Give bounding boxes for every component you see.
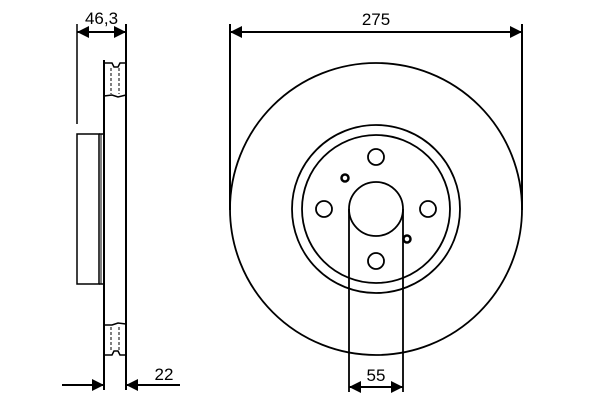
outer-disc-circle	[229, 62, 523, 356]
dimension-outer-diameter: 275	[230, 10, 522, 38]
dimension-overall-height: 46,3	[77, 9, 126, 38]
locating-hole-upper-left	[340, 173, 350, 183]
bolt-hole-top	[367, 148, 385, 166]
front-view	[229, 24, 523, 392]
dimension-center-bore: 55	[349, 366, 403, 393]
side-view	[76, 24, 127, 390]
dimension-label-center-bore: 55	[367, 366, 386, 385]
dimension-disc-thickness: 22	[62, 365, 180, 391]
bolt-hole-left	[315, 200, 333, 218]
dimension-label-disc-thickness: 22	[155, 365, 174, 384]
center-bore	[348, 181, 404, 237]
hub-outer-ring	[291, 124, 461, 294]
hub-inner-ring	[301, 134, 451, 284]
locating-hole-lower-right	[402, 234, 412, 244]
vent-section-top	[103, 62, 127, 98]
bolt-hole-right	[419, 200, 437, 218]
bolt-hole-bottom	[367, 252, 385, 270]
vent-section-bottom	[104, 322, 127, 356]
dimension-label-overall-height: 46,3	[85, 9, 118, 28]
dimension-label-outer-diameter: 275	[362, 10, 390, 29]
